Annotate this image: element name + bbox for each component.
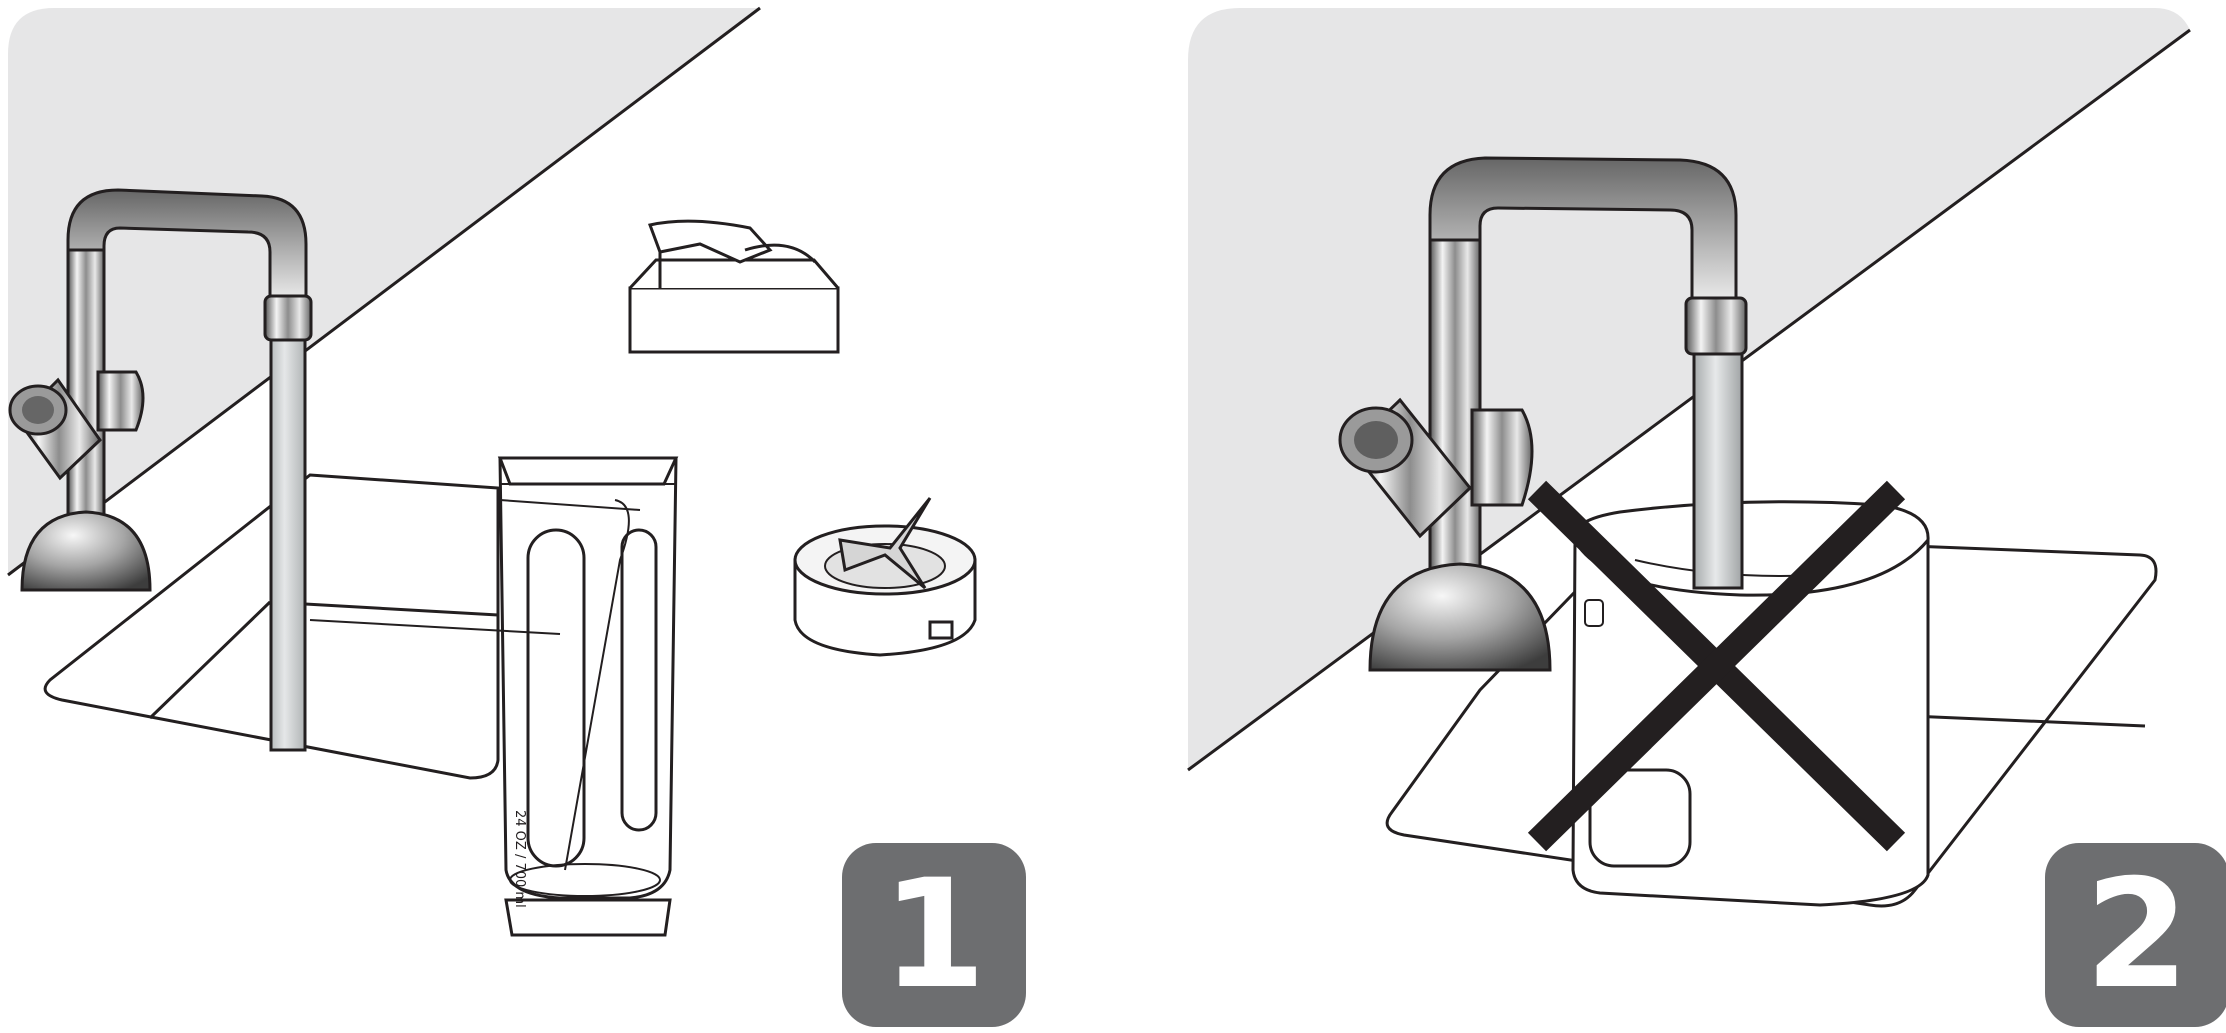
counter-edge <box>1187 28 2191 772</box>
step-1-panel: 24 OZ / 700 ml 1 <box>0 0 1100 1033</box>
step-1-badge: 1 <box>842 843 1026 1027</box>
blade-assembly-icon <box>793 497 977 657</box>
jar-scale-label: 24 OZ / 700 ml <box>512 810 527 908</box>
step-2-number: 2 <box>2084 848 2190 1022</box>
counter-edge <box>7 6 761 577</box>
faucet-icon <box>8 188 313 592</box>
jar-icon: 24 OZ / 700 ml <box>309 456 679 937</box>
water-stream-icon <box>269 328 307 752</box>
step-2-illustration <box>1187 8 2191 908</box>
step-1-illustration: 24 OZ / 700 ml <box>7 6 977 937</box>
step-2-panel: 2 <box>1180 0 2226 1033</box>
prohibited-cross-icon <box>1527 480 1906 852</box>
lid-icon <box>628 219 840 354</box>
step-1-number: 1 <box>881 848 987 1022</box>
step-2-badge: 2 <box>2045 843 2226 1027</box>
faucet-icon <box>1338 156 1748 672</box>
water-stream-icon <box>1692 338 1744 590</box>
